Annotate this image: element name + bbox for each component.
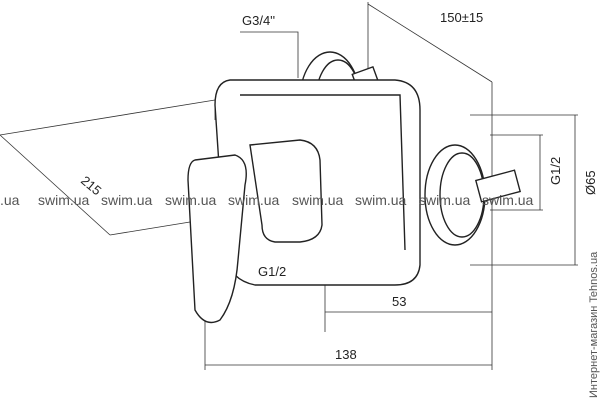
watermark: swim.ua: [38, 192, 90, 208]
label-inlet-thread: G3/4'': [242, 13, 275, 28]
side-watermark: Интернет-магазин Tehnos.ua: [588, 251, 600, 398]
watermark: swim.ua: [482, 192, 534, 208]
watermark: swim.ua: [228, 192, 280, 208]
watermark: swim.ua: [292, 192, 344, 208]
watermark: swim.ua: [165, 192, 217, 208]
label-flange-diameter: Ø65: [583, 170, 598, 195]
watermark: swim.ua: [101, 192, 153, 208]
watermark: swim.ua: [419, 192, 471, 208]
label-wall-distance: 150±15: [440, 10, 483, 25]
label-width: 138: [335, 347, 357, 362]
label-outlet-thread-bottom: G1/2: [258, 264, 286, 279]
watermark: swim.ua: [355, 192, 407, 208]
label-offset: 53: [392, 294, 406, 309]
watermark: .ua: [0, 192, 20, 208]
label-outlet-thread-right: G1/2: [548, 157, 563, 185]
watermark-row: .ua swim.ua swim.ua swim.ua swim.ua swim…: [0, 192, 534, 208]
mixer-outline: [187, 51, 522, 324]
